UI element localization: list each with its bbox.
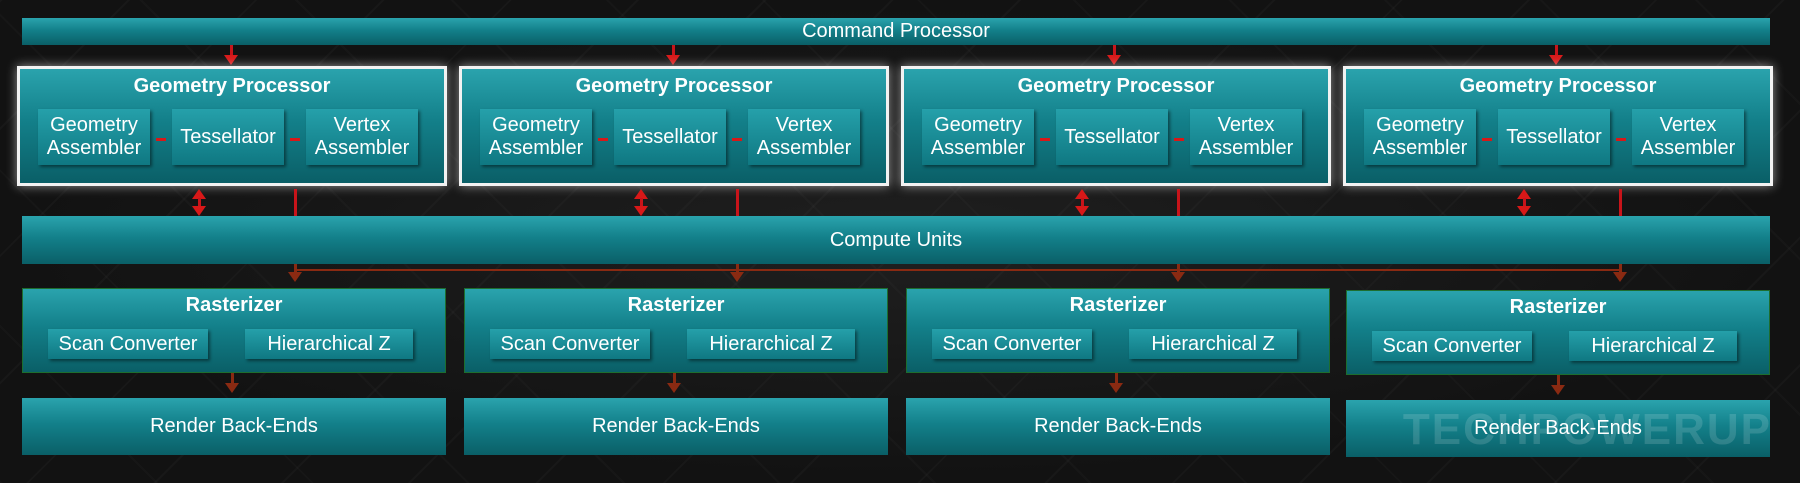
render-back-ends-4: Render Back-Ends: [1346, 400, 1770, 457]
vertex-assembler: Vertex Assembler: [1190, 109, 1302, 165]
cp-arrow-1: [224, 55, 238, 65]
rasterizer-1: Rasterizer Scan Converter Hierarchical Z: [22, 288, 446, 373]
geometry-processor-1: Geometry Processor Geometry Assembler Te…: [17, 66, 447, 186]
rasterizer-title: Rasterizer: [1069, 294, 1167, 316]
gp-cu-line-2: [736, 189, 739, 216]
connector: [598, 138, 608, 141]
geometry-processor-4: Geometry Processor Geometry Assembler Te…: [1343, 66, 1773, 186]
bidir-arrow-down-1: [192, 206, 206, 216]
dist-drop-3: [1177, 264, 1180, 272]
dist-arrow-3: [1171, 272, 1185, 282]
rbe-arrow-2: [667, 383, 681, 393]
rasterizer-title: Rasterizer: [627, 294, 725, 316]
rbe-arrow-line-2: [673, 373, 676, 383]
rbe-arrow-1: [225, 383, 239, 393]
vertex-assembler: Vertex Assembler: [306, 109, 418, 165]
tessellator: Tessellator: [1498, 109, 1610, 165]
tessellator: Tessellator: [1056, 109, 1168, 165]
geometry-assembler: Geometry Assembler: [480, 109, 592, 165]
gp-cu-line-1: [294, 189, 297, 216]
compute-units-label: Compute Units: [829, 228, 963, 251]
render-back-ends-1: Render Back-Ends: [22, 398, 446, 455]
geometry-assembler: Geometry Assembler: [1364, 109, 1476, 165]
bidir-line-2: [640, 198, 643, 206]
distribution-line: [294, 269, 1622, 271]
geometry-assembler: Geometry Assembler: [922, 109, 1034, 165]
connector: [1040, 138, 1050, 141]
connector: [732, 138, 742, 141]
render-back-ends-label: Render Back-Ends: [592, 415, 760, 437]
render-back-ends-label: Render Back-Ends: [1034, 415, 1202, 437]
cp-arrow-3: [1107, 55, 1121, 65]
connector: [1482, 138, 1492, 141]
rbe-arrow-line-1: [231, 373, 234, 383]
geometry-processor-title: Geometry Processor: [1017, 75, 1215, 97]
techpowerup-watermark: TECHPOWERUP: [1402, 405, 1772, 454]
dist-arrow-1: [288, 272, 302, 282]
rbe-arrow-line-3: [1115, 373, 1118, 383]
hierarchical-z: Hierarchical Z: [1129, 329, 1297, 359]
cp-arrow-line-1: [230, 45, 233, 55]
geometry-processor-3: Geometry Processor Geometry Assembler Te…: [901, 66, 1331, 186]
render-back-ends-label: Render Back-Ends: [1474, 417, 1642, 439]
cp-arrow-4: [1549, 55, 1563, 65]
dist-arrow-2: [730, 272, 744, 282]
tessellator: Tessellator: [614, 109, 726, 165]
rasterizer-4: Rasterizer Scan Converter Hierarchical Z: [1346, 290, 1770, 375]
tessellator: Tessellator: [172, 109, 284, 165]
cp-arrow-2: [666, 55, 680, 65]
hierarchical-z: Hierarchical Z: [687, 329, 855, 359]
gp-cu-line-4: [1619, 189, 1622, 216]
scan-converter: Scan Converter: [1372, 331, 1532, 361]
hierarchical-z: Hierarchical Z: [1569, 331, 1737, 361]
vertex-assembler: Vertex Assembler: [1632, 109, 1744, 165]
hierarchical-z: Hierarchical Z: [245, 329, 413, 359]
bidir-arrow-down-3: [1075, 206, 1089, 216]
compute-units: Compute Units: [22, 216, 1770, 264]
geometry-assembler: Geometry Assembler: [38, 109, 150, 165]
dist-arrow-4: [1613, 272, 1627, 282]
bidir-line-4: [1523, 198, 1526, 206]
rasterizer-2: Rasterizer Scan Converter Hierarchical Z: [464, 288, 888, 373]
gp-cu-line-3: [1177, 189, 1180, 216]
geometry-processor-title: Geometry Processor: [575, 75, 773, 97]
dist-drop-2: [736, 264, 739, 272]
rasterizer-3: Rasterizer Scan Converter Hierarchical Z: [906, 288, 1330, 373]
command-processor: Command Processor: [22, 18, 1770, 45]
scan-converter: Scan Converter: [48, 329, 208, 359]
bidir-arrow-up-3: [1075, 189, 1089, 199]
rbe-arrow-line-4: [1557, 375, 1560, 385]
bidir-arrow-up-4: [1517, 189, 1531, 199]
geometry-processor-2: Geometry Processor Geometry Assembler Te…: [459, 66, 889, 186]
command-processor-label: Command Processor: [802, 20, 990, 42]
connector: [1616, 138, 1626, 141]
render-back-ends-3: Render Back-Ends: [906, 398, 1330, 455]
bidir-arrow-up-1: [192, 189, 206, 199]
vertex-assembler: Vertex Assembler: [748, 109, 860, 165]
render-back-ends-2: Render Back-Ends: [464, 398, 888, 455]
render-back-ends-label: Render Back-Ends: [150, 415, 318, 437]
dist-drop-4: [1619, 264, 1622, 272]
connector: [290, 138, 300, 141]
rbe-arrow-4: [1551, 385, 1565, 395]
rbe-arrow-3: [1109, 383, 1123, 393]
bidir-arrow-down-4: [1517, 206, 1531, 216]
rasterizer-title: Rasterizer: [185, 294, 283, 316]
scan-converter: Scan Converter: [490, 329, 650, 359]
connector: [156, 138, 166, 141]
cp-arrow-line-4: [1555, 45, 1558, 55]
geometry-processor-title: Geometry Processor: [133, 75, 331, 97]
cp-arrow-line-2: [672, 45, 675, 55]
bidir-line-3: [1081, 198, 1084, 206]
rasterizer-title: Rasterizer: [1509, 296, 1607, 318]
dist-drop-1: [294, 264, 297, 272]
connector: [1174, 138, 1184, 141]
bidir-arrow-down-2: [634, 206, 648, 216]
bidir-line-1: [198, 198, 201, 206]
geometry-processor-title: Geometry Processor: [1459, 75, 1657, 97]
scan-converter: Scan Converter: [932, 329, 1092, 359]
cp-arrow-line-3: [1113, 45, 1116, 55]
bidir-arrow-up-2: [634, 189, 648, 199]
